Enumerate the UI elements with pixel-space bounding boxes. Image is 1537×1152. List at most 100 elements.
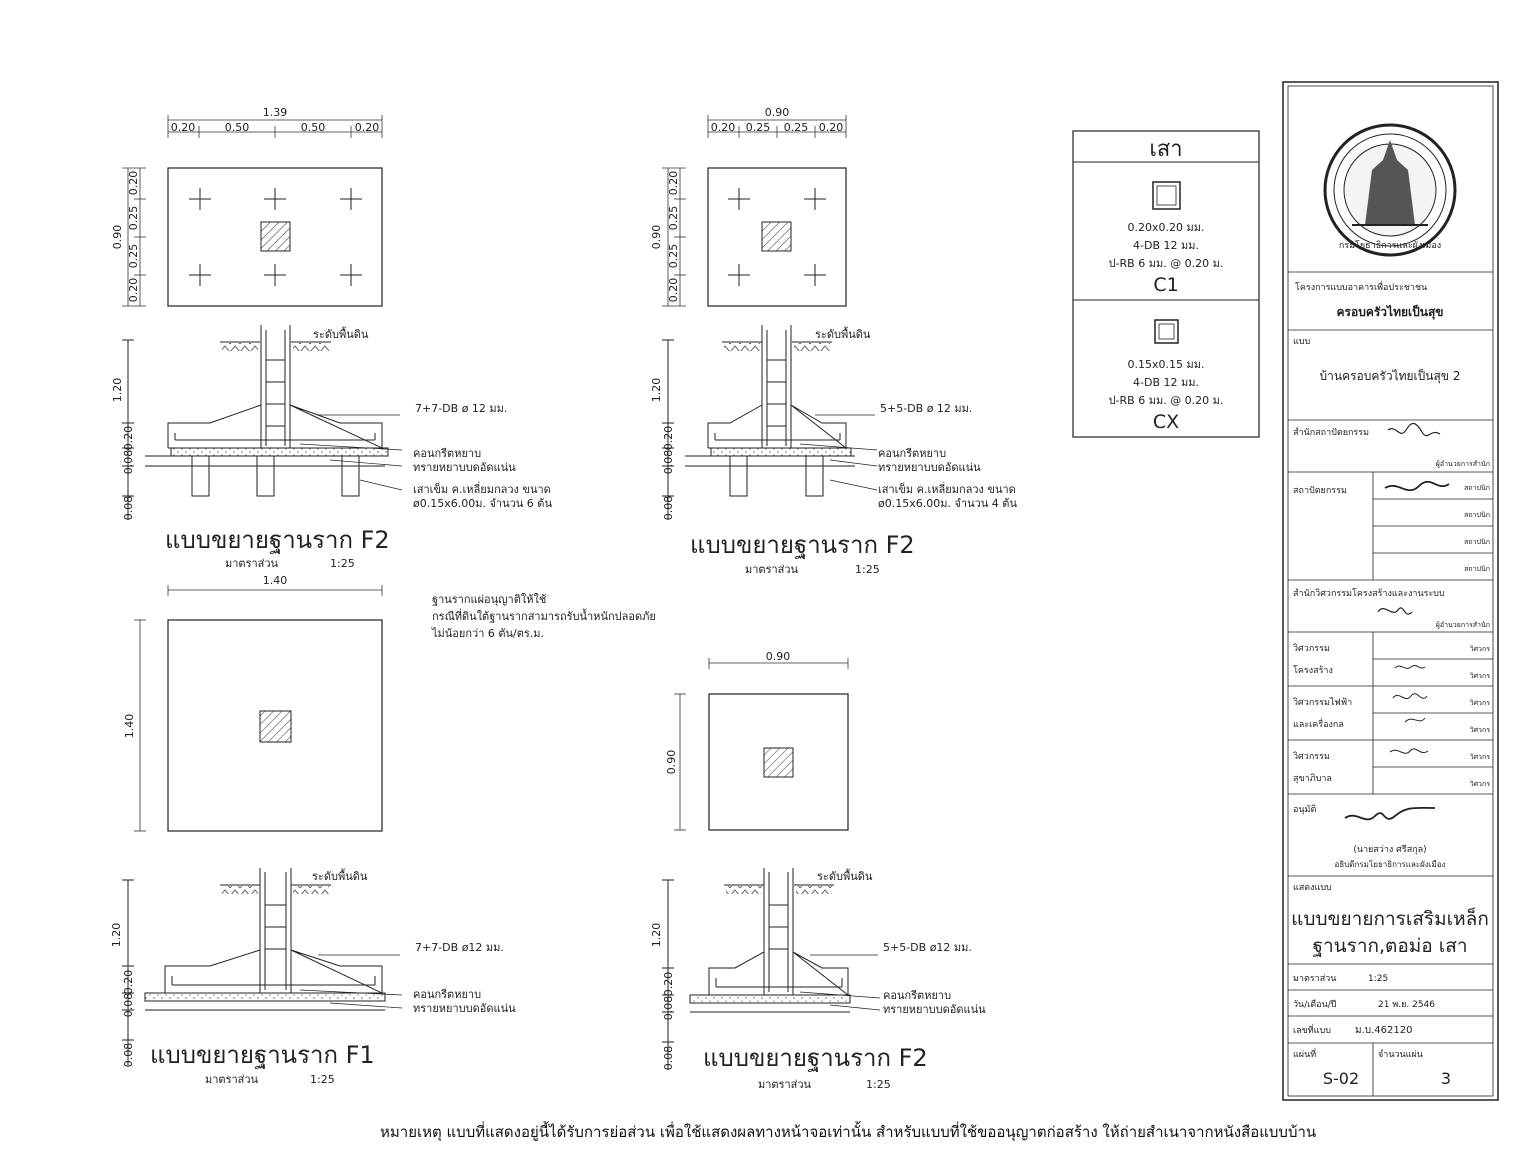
footing-plan bbox=[167, 619, 383, 832]
signature-elec bbox=[1392, 693, 1428, 723]
footing-section bbox=[662, 325, 878, 520]
total-sheets: 3 bbox=[1441, 1069, 1451, 1088]
seal-text: กรมโยธาธิการและผังเมือง bbox=[1339, 240, 1441, 251]
pile-marks bbox=[728, 188, 826, 286]
san-label-2: สุขาภิบาล bbox=[1293, 773, 1332, 784]
footer-note: หมายเหตุ แบบที่แสดงอยู่นี้ได้รับการย่อส่… bbox=[380, 1123, 1317, 1141]
engineer-role-2: วิศวกร bbox=[1470, 672, 1491, 680]
signature-struct bbox=[1394, 664, 1426, 669]
ground-level-label: ระดับพื้นดิน bbox=[313, 326, 369, 341]
plan-total-width: 1.40 bbox=[263, 574, 288, 587]
plan-total-width: 0.90 bbox=[766, 650, 791, 663]
struct-label-2: โครงสร้าง bbox=[1293, 665, 1333, 676]
c1-ties: ป-RB 6 มม. @ 0.20 ม. bbox=[1109, 257, 1224, 270]
plan-total-depth: 1.40 bbox=[123, 714, 136, 739]
title-block: กรมโยธาธิการและผังเมือง โครงการแบบอาคารเ… bbox=[1282, 81, 1499, 1101]
section-dim-4: 0.08 bbox=[122, 496, 135, 521]
c1-bars: 4-DB 12 มม. bbox=[1133, 239, 1199, 252]
scale-value: 1:25 bbox=[866, 1078, 891, 1091]
date-value: 21 พ.ย. 2546 bbox=[1378, 1000, 1435, 1010]
note-line-1: ฐานรากแผ่อนุญาติให้ใช้ bbox=[432, 593, 546, 606]
ground-level-label: ระดับพื้นดิน bbox=[312, 868, 368, 883]
rebar-label: 5+5-DB ø12 มม. bbox=[883, 941, 972, 954]
column-section bbox=[763, 747, 794, 778]
engineer-role-5: วิศวกร bbox=[1470, 753, 1491, 761]
plan-total-width: 1.39 bbox=[263, 106, 288, 119]
scale-value: 1:25 bbox=[330, 557, 355, 570]
approve-label: อนุมัติ bbox=[1293, 804, 1316, 815]
plan-dimension-lines bbox=[122, 115, 383, 307]
sheet-label: แผ่นที่ bbox=[1293, 1047, 1316, 1060]
plan-dim-3: 0.50 bbox=[301, 121, 326, 134]
cx-name: CX bbox=[1153, 411, 1179, 433]
pile-label-2: ø0.15x6.00ม. จำนวน 4 ต้น bbox=[878, 497, 1017, 510]
lean-concrete-label: คอนกรีตหยาบ bbox=[883, 989, 951, 1002]
engineer-role-6: วิศวกร bbox=[1470, 780, 1491, 788]
eng-office-head: ผู้อำนวยการสำนัก bbox=[1436, 621, 1490, 629]
schedule-title: เสา bbox=[1149, 137, 1182, 162]
rebar-label: 7+7-DB ø 12 มม. bbox=[415, 402, 507, 415]
footing-plan bbox=[708, 693, 849, 831]
scale-label: มาตราส่วน bbox=[225, 557, 279, 570]
compacted-sand-label: ทรายหยาบบดอัดแน่น bbox=[413, 1002, 516, 1015]
section-dim-4: 0.08 bbox=[122, 1043, 135, 1068]
engineer-role-3: วิศวกร bbox=[1470, 699, 1491, 707]
section-dim-3: 0.08 bbox=[122, 450, 135, 475]
column-section bbox=[761, 221, 792, 252]
section-dim-2: 0.20 bbox=[662, 972, 675, 997]
detail-f1: 1.40 1.40 ระดับพื้นดิน 7+7-DB ø12 มม. คอ… bbox=[110, 574, 516, 1086]
scale-value: 1:25 bbox=[310, 1073, 335, 1086]
rebar-label: 7+7-DB ø12 มม. bbox=[415, 941, 504, 954]
plan-dim-4: 0.20 bbox=[355, 121, 380, 134]
signature-arch-head bbox=[1387, 422, 1441, 437]
section-dim-2: 0.20 bbox=[122, 970, 135, 995]
engineer-role-1: วิศวกร bbox=[1470, 645, 1491, 653]
column-section bbox=[260, 221, 291, 252]
plan-depth-dim-2: 0.25 bbox=[127, 206, 140, 231]
section-dim-3: 0.08 bbox=[122, 993, 135, 1018]
pile-label-1: เสาเข็ม ค.เหลี่ยมกลวง ขนาด bbox=[413, 481, 551, 496]
department-seal-logo: กรมโยธาธิการและผังเมือง bbox=[1323, 123, 1457, 257]
detail-title: แบบขยายฐานราก F2 bbox=[165, 526, 390, 554]
footing-section bbox=[122, 868, 403, 1065]
c1-size: 0.20x0.20 มม. bbox=[1128, 221, 1205, 234]
section-dim-2: 0.20 bbox=[662, 426, 675, 451]
compacted-sand-label: ทรายหยาบบดอัดแน่น bbox=[883, 1003, 986, 1016]
architect-role-3: สถาปนิก bbox=[1464, 538, 1490, 546]
pile-label-2: ø0.15x6.00ม. จำนวน 6 ต้น bbox=[413, 497, 552, 510]
cx-bars: 4-DB 12 มม. bbox=[1133, 376, 1199, 389]
detail-title: แบบขยายฐานราก F2 bbox=[690, 531, 915, 559]
engineer-role-4: วิศวกร bbox=[1470, 726, 1491, 734]
plan-depth-dim-4: 0.20 bbox=[127, 278, 140, 303]
detail-title: แบบขยายฐานราก F2 bbox=[703, 1044, 928, 1072]
tb-scale-value: 1:25 bbox=[1368, 974, 1388, 984]
ground-level-label: ระดับพื้นดิน bbox=[817, 868, 873, 883]
section-dim-1: 1.20 bbox=[111, 378, 124, 403]
footing-plan bbox=[707, 167, 847, 307]
ground-level-label: ระดับพื้นดิน bbox=[815, 326, 871, 341]
eng-office: สำนักวิศวกรรมโครงสร้างและงานระบบ bbox=[1293, 588, 1445, 599]
scale-label: มาตราส่วน bbox=[758, 1078, 812, 1091]
date-label: วัน/เดือน/ปี bbox=[1293, 999, 1337, 1010]
plan-depth-dim-1: 0.20 bbox=[667, 171, 680, 196]
cx-section-icon bbox=[1154, 319, 1179, 344]
drawing-no-label: เลขที่แบบ bbox=[1293, 1023, 1331, 1036]
plan-total-width: 0.90 bbox=[765, 106, 790, 119]
plan-depth-dim-3: 0.25 bbox=[127, 244, 140, 269]
lean-concrete-label: คอนกรีตหยาบ bbox=[413, 988, 481, 1001]
elec-label-2: และเครื่องกล bbox=[1293, 717, 1344, 730]
project-label: โครงการแบบอาคารเพื่อประชาชน bbox=[1295, 280, 1427, 293]
raft-footing-note: ฐานรากแผ่อนุญาติให้ใช้ กรณีที่ดินใต้ฐานร… bbox=[431, 593, 656, 640]
architect-role-4: สถาปนิก bbox=[1464, 565, 1490, 573]
plan-total-depth: 0.90 bbox=[650, 225, 663, 250]
scale-label: มาตราส่วน bbox=[205, 1073, 259, 1086]
scale-value: 1:25 bbox=[855, 563, 880, 576]
column-schedule: เสา 0.20x0.20 มม. 4-DB 12 มม. ป-RB 6 มม.… bbox=[1072, 130, 1260, 438]
signature-approver bbox=[1344, 806, 1436, 821]
c1-name: C1 bbox=[1153, 274, 1178, 296]
compacted-sand-label: ทรายหยาบบดอัดแน่น bbox=[413, 461, 516, 474]
plan-dim-3: 0.25 bbox=[784, 121, 809, 134]
pile-marks bbox=[189, 188, 362, 286]
signature-san bbox=[1389, 748, 1429, 754]
